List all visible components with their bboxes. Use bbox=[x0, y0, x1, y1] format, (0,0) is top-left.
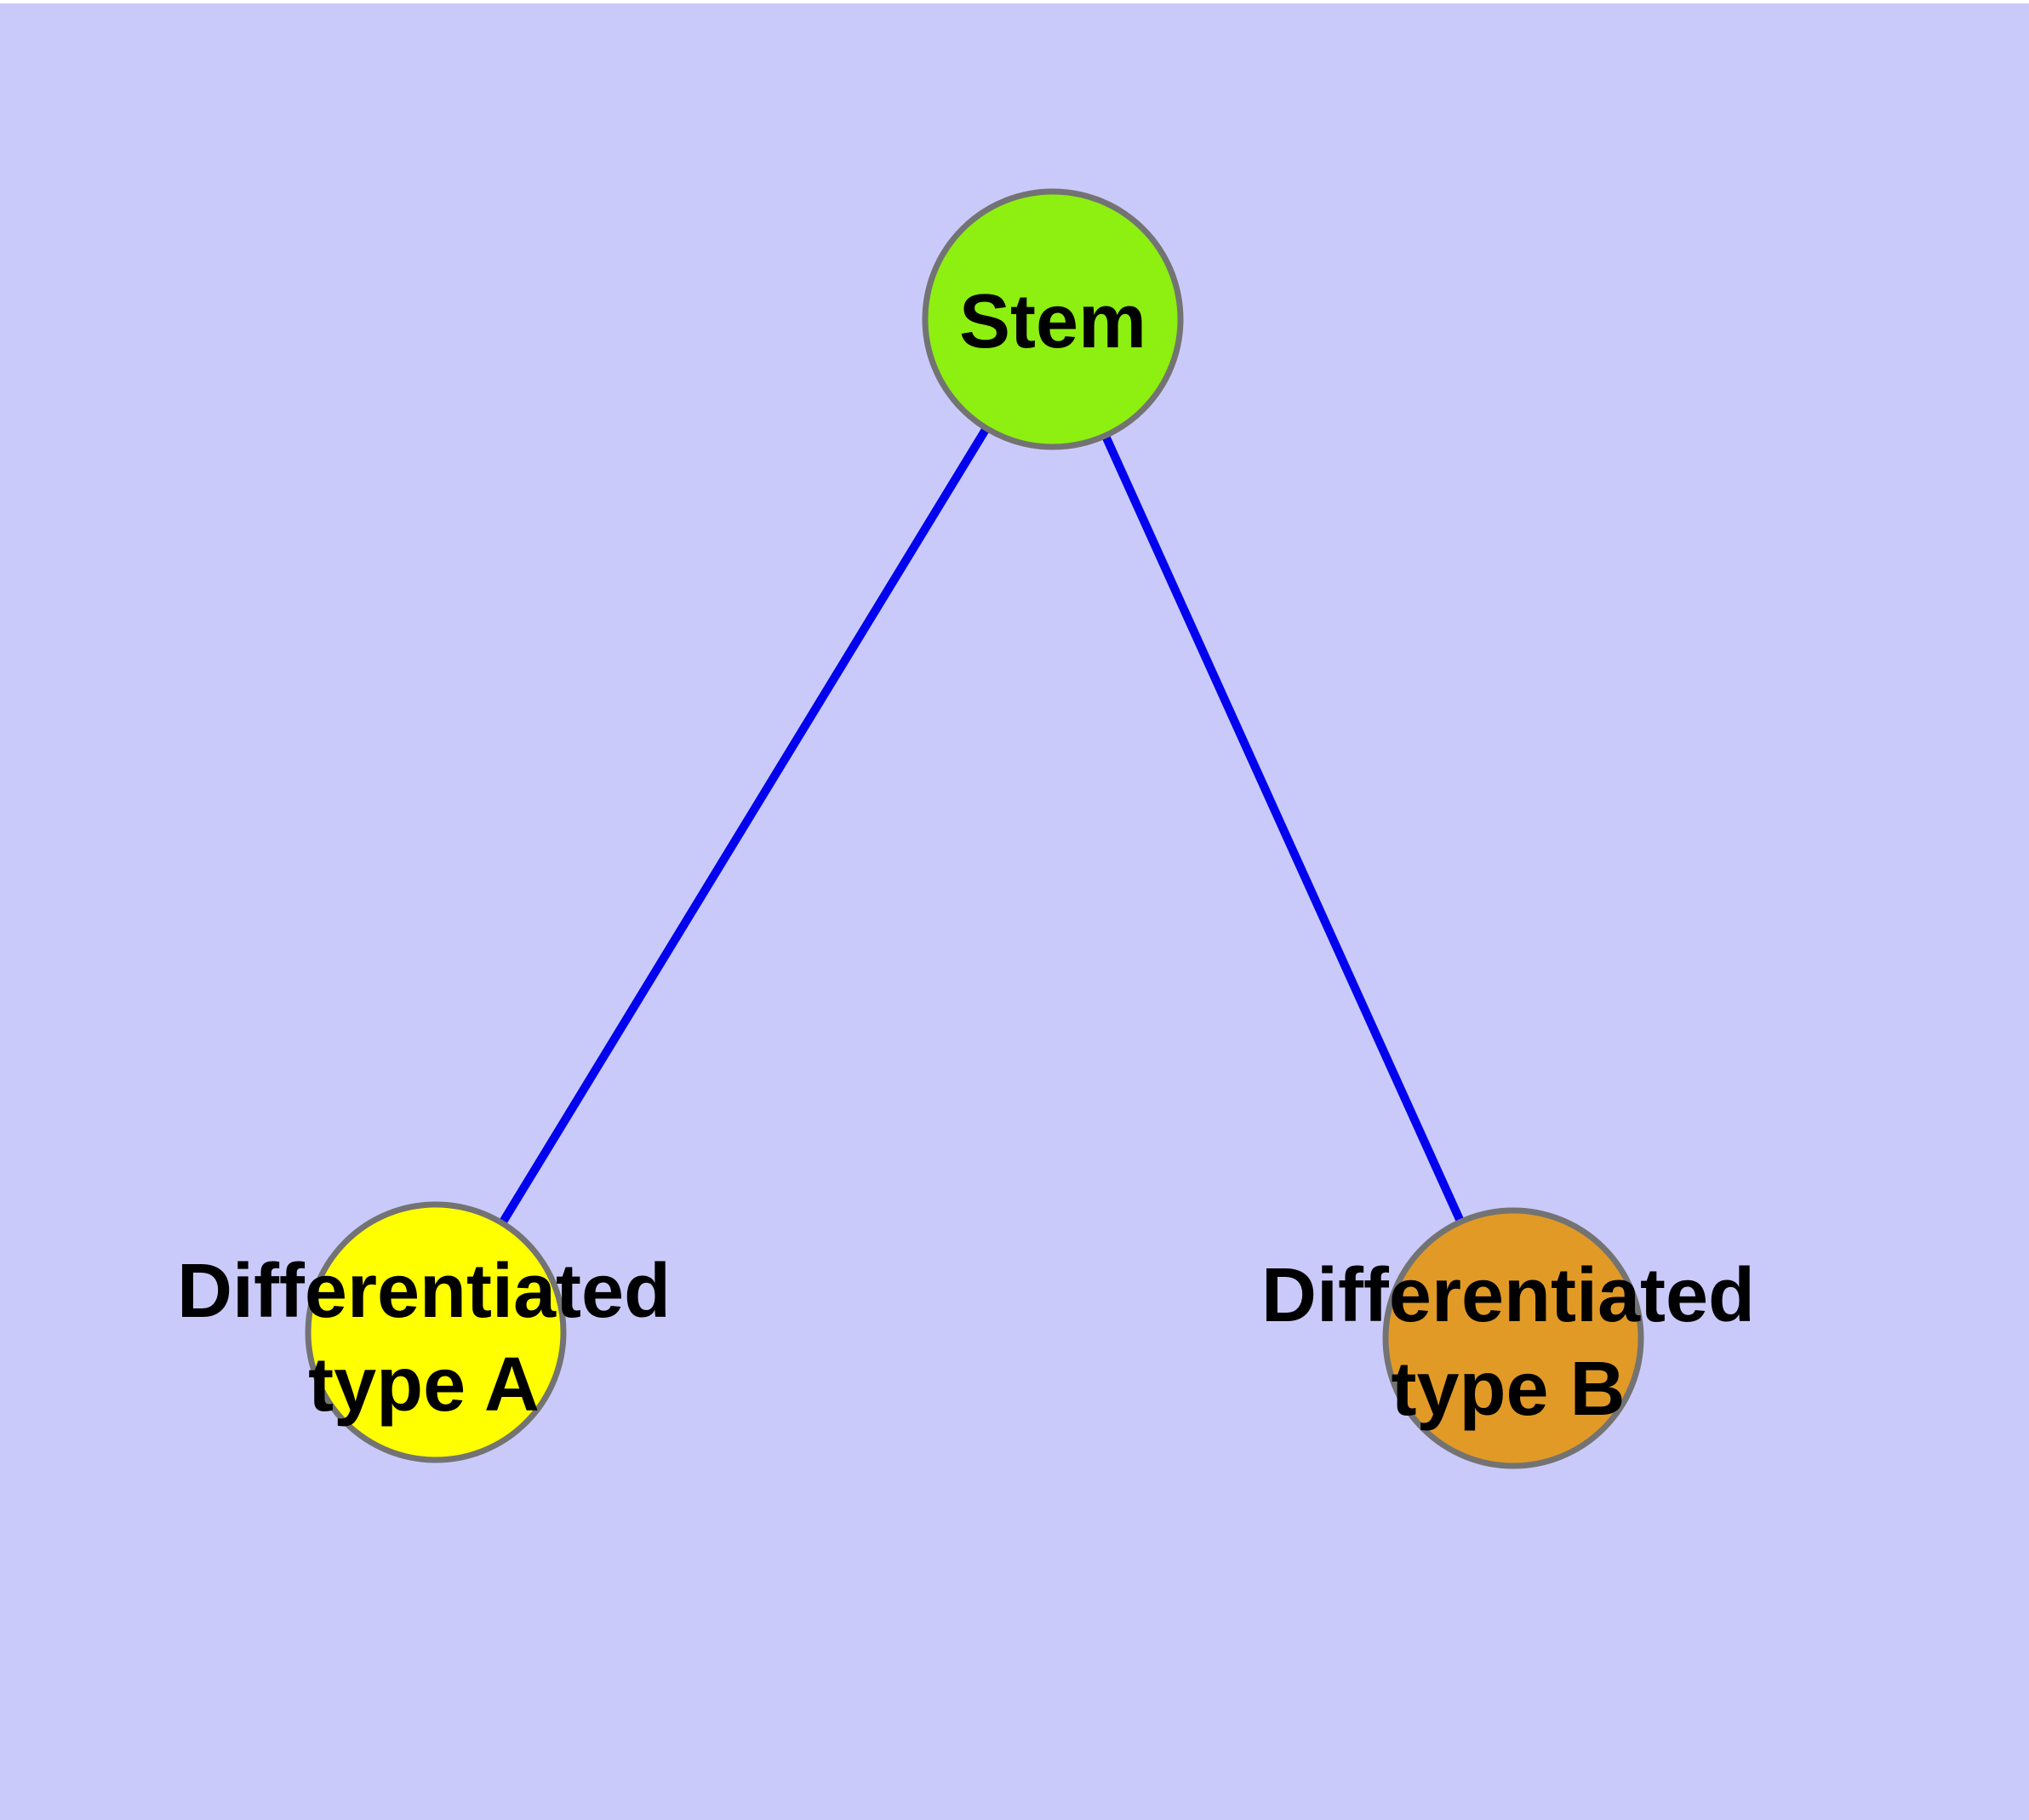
differentiated-type-a-label-line2: type A bbox=[308, 1342, 540, 1428]
stem-node bbox=[922, 188, 1184, 450]
edge-stem-to-type-b bbox=[1049, 317, 1517, 1341]
differentiated-type-b-label-line2: type B bbox=[1391, 1347, 1625, 1432]
differentiated-type-b-label-line1: Differentiated bbox=[1261, 1253, 1755, 1338]
differentiated-type-a-node bbox=[305, 1201, 567, 1463]
differentiated-type-a-label-line1: Differentiated bbox=[177, 1249, 671, 1334]
edge-stem-to-type-a bbox=[432, 317, 1057, 1335]
differentiated-type-b-node bbox=[1382, 1207, 1644, 1469]
stem-node-label: Stem bbox=[959, 279, 1146, 364]
